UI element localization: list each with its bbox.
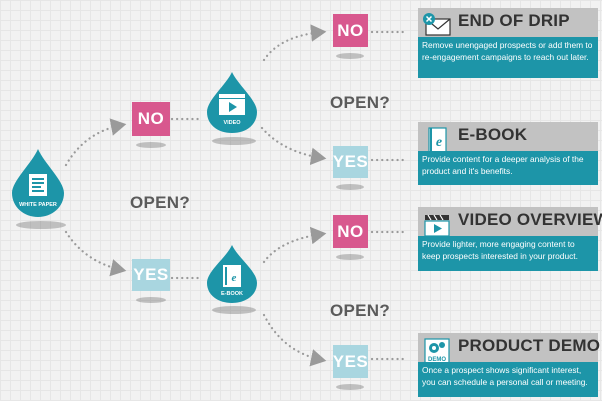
video-yes-badge: YES (333, 146, 368, 178)
yes-shadow-3 (336, 384, 364, 390)
outcome-description: Provide content for a deeper analysis of… (418, 151, 598, 185)
ebook-yes-badge: YES (333, 345, 368, 378)
outcome-title: END OF DRIP (458, 11, 570, 30)
no-shadow-1 (136, 142, 166, 148)
outcome-card-end-of-drip: END OF DRIP Remove unengaged prospects o… (418, 8, 598, 78)
arrow-ebook-to-no (262, 226, 327, 264)
white-paper-icon (29, 174, 47, 196)
ebook-label: E-BOOK (221, 291, 243, 297)
open-question-ebook: OPEN? (330, 301, 391, 320)
video-label: VIDEO (223, 120, 241, 126)
open-question-video: OPEN? (330, 93, 391, 112)
demo-gear-icon: DEMO (424, 338, 450, 364)
ebook-no-badge: NO (333, 215, 368, 248)
ebook-node: e E-BOOK (207, 245, 257, 303)
video-node: VIDEO (207, 72, 257, 133)
arrow-video-to-yes (260, 126, 327, 166)
outcome-card-video-overview: VIDEO OVERVIEW Provide lighter, more eng… (418, 207, 602, 271)
outcome-description: Once a prospect shows significant intere… (418, 362, 598, 397)
arrow-video-to-no (262, 24, 327, 62)
decision-no-badge: NO (132, 102, 170, 136)
video-shadow (212, 137, 256, 145)
demo-icon-text: DEMO (428, 357, 446, 363)
open-question-main: OPEN? (130, 193, 191, 212)
ebook-icon: e (428, 127, 447, 153)
ebook-icon: e (223, 265, 241, 287)
ebook-shadow (212, 306, 256, 314)
outcome-title: VIDEO OVERVIEW (458, 210, 602, 229)
outcome-card-ebook: e E-BOOK Provide content for a deeper an… (418, 122, 598, 185)
arrow-whitepaper-to-yes (64, 230, 127, 277)
yes-shadow-1 (136, 297, 166, 303)
envelope-x-icon (423, 13, 451, 36)
video-no-badge: NO (333, 14, 368, 47)
white-paper-label: WHITE PAPER (19, 202, 57, 208)
video-clapper-icon (219, 94, 245, 115)
svg-text:e: e (232, 272, 237, 284)
outcome-card-product-demo: DEMO PRODUCT DEMO Once a prospect shows … (418, 333, 601, 397)
no-shadow-3 (336, 254, 364, 260)
arrow-ebook-to-yes (262, 313, 327, 367)
svg-text:e: e (436, 135, 442, 150)
white-paper-node: WHITE PAPER (12, 149, 64, 217)
outcome-title: E-BOOK (458, 125, 528, 144)
arrow-whitepaper-to-no (64, 118, 127, 167)
no-shadow-2 (336, 53, 364, 59)
outcome-description: Provide lighter, more engaging content t… (418, 236, 598, 271)
outcome-description: Remove unengaged prospects or add them t… (418, 37, 598, 78)
decision-yes-badge: YES (132, 259, 170, 291)
outcome-title: PRODUCT DEMO (458, 336, 601, 355)
yes-shadow-2 (336, 184, 364, 190)
white-paper-shadow (16, 221, 66, 229)
